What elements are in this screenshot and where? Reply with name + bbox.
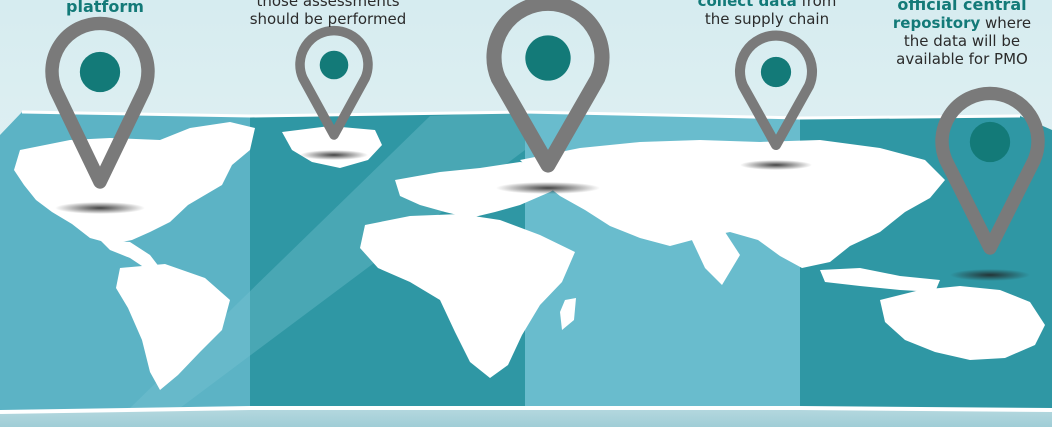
pin-shadow-4	[740, 160, 812, 170]
map-pins	[45, 0, 1045, 255]
continent-europe	[395, 162, 575, 218]
islands-southeast-asia	[820, 268, 940, 292]
continent-south-america	[116, 264, 230, 390]
region-india	[690, 232, 740, 285]
pin-shadow-2	[300, 150, 368, 160]
pin-outline	[295, 25, 373, 140]
caption-highlight: collect data	[697, 0, 797, 10]
caption-highlight: platform	[66, 0, 144, 16]
pin-shadow-5	[950, 269, 1030, 281]
caption-line: collect data from	[672, 0, 862, 10]
caption-text: the supply chain	[704, 10, 830, 28]
continents	[14, 122, 1045, 390]
continent-africa	[360, 214, 575, 378]
pin-dot	[525, 35, 571, 81]
pin-dot	[79, 51, 121, 93]
caption-text: those assessments	[256, 0, 400, 10]
caption-platform: platform	[40, 0, 170, 16]
caption-line: official central	[862, 0, 1052, 14]
caption-line: the supply chain	[672, 10, 862, 28]
pin-outline	[734, 30, 818, 151]
caption-line: repository where	[862, 14, 1052, 32]
caption-highlight: official central	[897, 0, 1027, 14]
pin-shadows	[55, 150, 1030, 281]
caption-text: the data will be	[903, 32, 1021, 50]
caption-line: the data will be	[862, 32, 1052, 50]
map-pin-icon	[935, 86, 1045, 255]
pin-outline	[486, 0, 610, 173]
continent-central-america	[100, 240, 160, 270]
pin-shadow-1	[55, 202, 145, 214]
pin-dot	[969, 121, 1011, 163]
map-pin-icon	[734, 30, 818, 151]
caption-highlight: repository	[892, 14, 981, 32]
pin-shadow-3	[496, 182, 600, 194]
caption-text: where	[980, 14, 1032, 32]
pin-outline	[935, 86, 1045, 255]
continent-north-america	[14, 122, 255, 244]
map-pin-icon	[45, 16, 155, 189]
caption-line: should be performed	[228, 10, 428, 28]
map-pin-icon	[295, 25, 373, 140]
caption-text: from	[796, 0, 837, 10]
caption-line: available for PMO	[862, 50, 1052, 68]
pin-dot	[760, 56, 792, 88]
caption-line: those assessments	[228, 0, 428, 10]
pin-outline	[45, 16, 155, 189]
caption-line: platform	[40, 0, 170, 16]
caption-text: available for PMO	[896, 50, 1028, 68]
continent-australia	[880, 286, 1045, 360]
island-madagascar	[560, 298, 576, 330]
map-pin-icon	[486, 0, 610, 173]
map-bottom-edge	[0, 406, 1052, 414]
caption-text: should be performed	[249, 10, 407, 28]
pin-dot	[319, 50, 349, 80]
continent-asia	[520, 140, 945, 268]
